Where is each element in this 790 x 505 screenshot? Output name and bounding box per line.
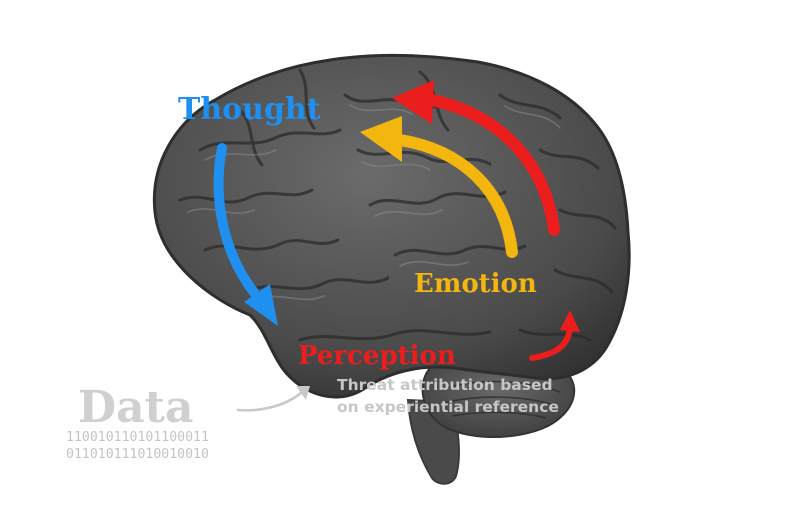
threat-note-line: Threat attribution based: [337, 378, 553, 394]
data-label: Data: [78, 386, 194, 430]
binary-line: 011010111010010010: [66, 448, 209, 461]
emotion-label: Emotion: [414, 271, 537, 297]
thought-label: Thought: [178, 95, 321, 125]
perception-label: Perception: [298, 343, 456, 369]
binary-line: 110010110101100011: [66, 431, 209, 444]
threat-note-line: on experiential reference: [337, 400, 559, 416]
gray-arrowhead: [296, 386, 310, 400]
data-to-perception-arrow: [238, 392, 302, 410]
